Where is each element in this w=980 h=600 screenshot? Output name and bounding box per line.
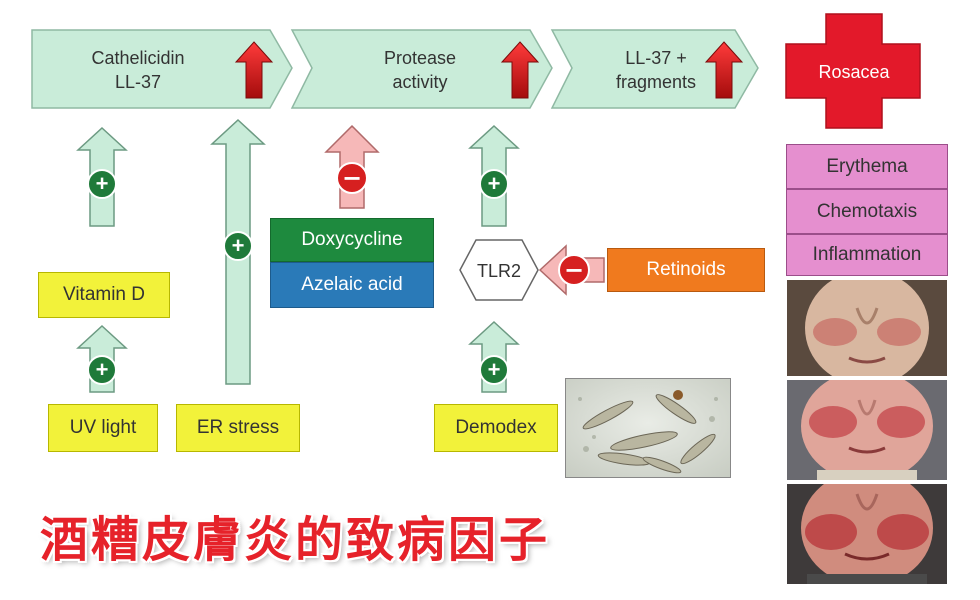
tlr2-label: TLR2 <box>477 261 521 281</box>
increase-arrow-icon <box>234 41 274 99</box>
minus-sign-icon <box>336 162 368 194</box>
plus-sign-icon <box>87 355 117 385</box>
tlr2-hexagon <box>459 239 539 301</box>
chevron-fragments-line1: LL-37 + <box>625 48 687 68</box>
increase-arrow-icon <box>500 41 540 99</box>
chevron-cathelicidin-line1: Cathelicidin <box>91 48 184 68</box>
chevron-protease <box>290 29 553 109</box>
retinoids-box: Retinoids <box>607 248 765 292</box>
azelaic-acid-box: Azelaic acid <box>270 262 434 308</box>
chevron-protease-line2: activity <box>392 72 447 92</box>
svg-text:+: + <box>96 171 109 196</box>
chevron-cathelicidin-line2: LL-37 <box>115 72 161 92</box>
plus-sign-icon <box>87 169 117 199</box>
er-stress-box: ER stress <box>176 404 300 452</box>
svg-text:−: − <box>342 164 362 192</box>
svg-text:+: + <box>488 171 501 196</box>
plus-sign-icon <box>223 231 253 261</box>
uv-light-box: UV light <box>48 404 158 452</box>
plus-sign-icon <box>479 169 509 199</box>
demodex-micrograph-image <box>565 378 731 478</box>
svg-text:+: + <box>488 357 501 382</box>
chevron-fragments <box>550 29 759 109</box>
patient-photo-1 <box>787 280 947 376</box>
demodex-box: Demodex <box>434 404 558 452</box>
symptom-erythema: Erythema <box>786 144 948 189</box>
doxycycline-box: Doxycycline <box>270 218 434 262</box>
vitamin-d-box: Vitamin D <box>38 272 170 318</box>
increase-arrow-icon <box>704 41 744 99</box>
plus-sign-icon <box>479 355 509 385</box>
chevron-protease-line1: Protease <box>384 48 456 68</box>
patient-photo-2 <box>787 380 947 480</box>
symptom-inflammation: Inflammation <box>786 234 948 276</box>
svg-text:−: − <box>564 256 584 284</box>
rosacea-cross-icon <box>785 13 921 129</box>
svg-text:+: + <box>96 357 109 382</box>
minus-sign-icon <box>558 254 590 286</box>
svg-text:+: + <box>232 233 245 258</box>
chevron-cathelicidin <box>31 29 293 109</box>
chevron-fragments-line2: fragments <box>616 72 696 92</box>
rosacea-label: Rosacea <box>818 62 890 82</box>
patient-photo-3 <box>787 484 947 584</box>
symptom-chemotaxis: Chemotaxis <box>786 189 948 234</box>
caption-title: 酒糟皮膚炎的致病因子 <box>40 512 551 568</box>
